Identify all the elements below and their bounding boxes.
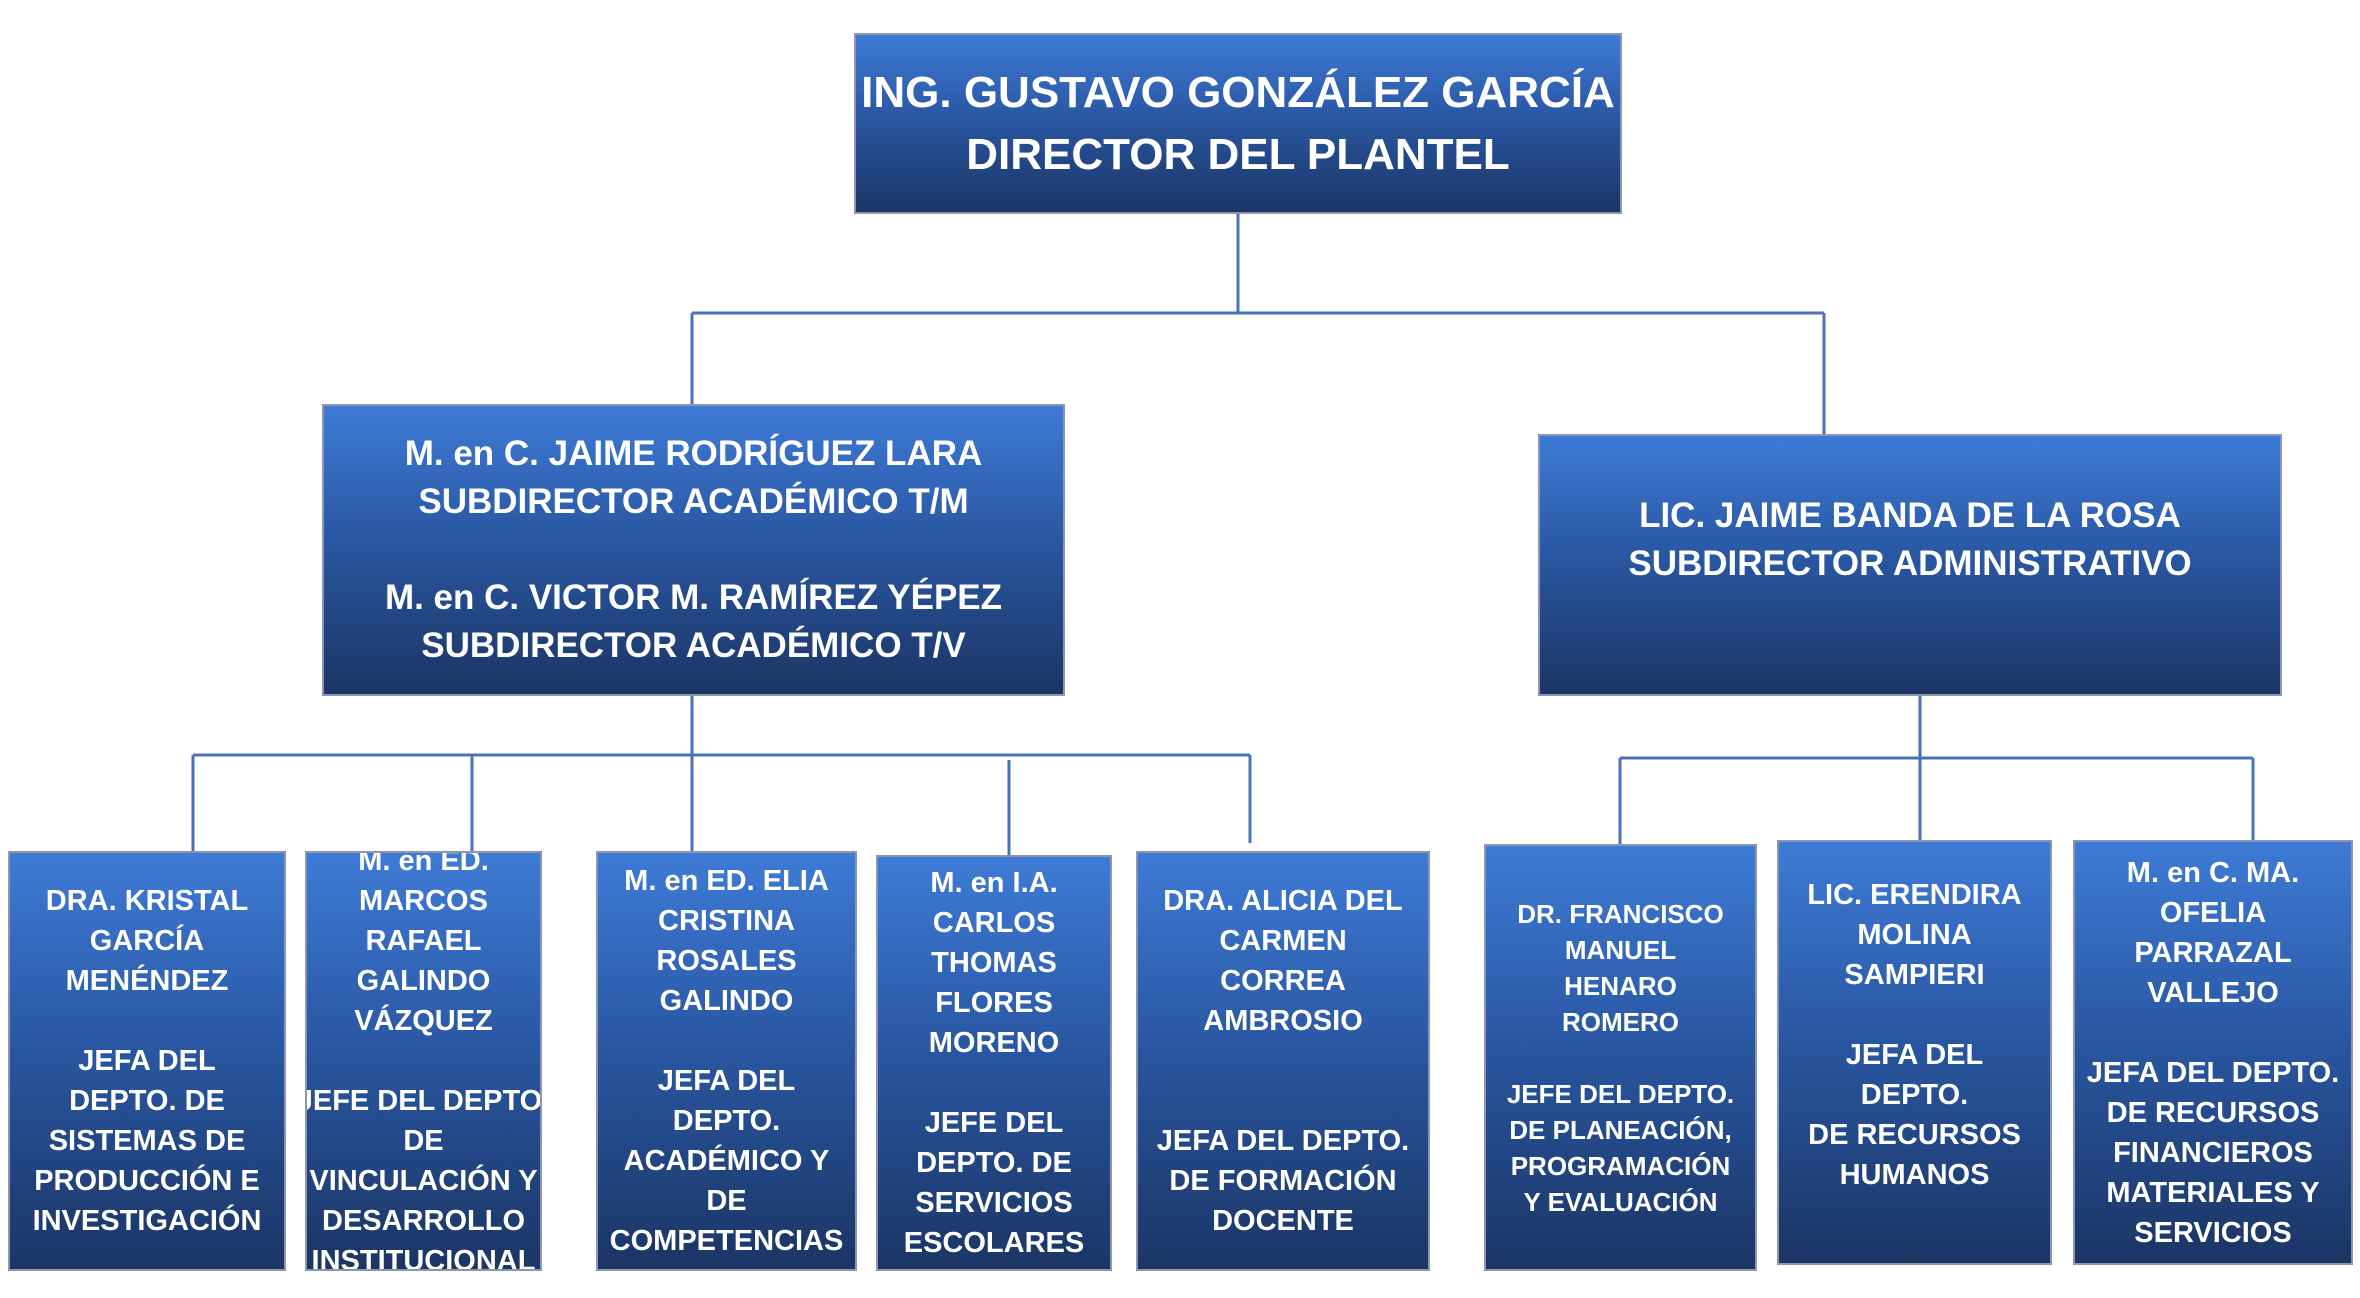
node-director: ING. GUSTAVO GONZÁLEZ GARCÍA DIRECTOR DEL… xyxy=(854,33,1622,214)
node-text-line: M. en C. JAIME RODRÍGUEZ LARA xyxy=(404,434,983,473)
node-text-line: GALINDO xyxy=(356,965,491,997)
node-text-line: DEPTO. xyxy=(1860,1079,1969,1111)
node-text-line: LIC. JAIME BANDA DE LA ROSA xyxy=(1639,496,2181,535)
node-text-line: ESCOLARES xyxy=(903,1227,1085,1259)
node-text-line: THOMAS xyxy=(931,947,1057,979)
node-text-line: SAMPIERI xyxy=(1844,959,1985,991)
node-text-line: JEFA DEL xyxy=(1845,1039,1984,1071)
node-text-line: VALLEJO xyxy=(2147,976,2279,1009)
node-text-line: PRODUCCIÓN E xyxy=(34,1165,260,1197)
node-text-line: MARCOS xyxy=(359,885,488,917)
line-spacer xyxy=(2209,1013,2217,1053)
node-text-line: DR. FRANCISCO xyxy=(1517,898,1724,929)
node-dept-formacion-docente: DRA. ALICIA DEL CARMEN CORREA AMBROSIO JEFA… xyxy=(1136,851,1430,1271)
node-text-line: DRA. ALICIA DEL xyxy=(1163,885,1403,917)
node-text-line: SERVICIOS xyxy=(2134,1216,2292,1249)
node-text-line: DRA. KRISTAL xyxy=(45,885,249,917)
line-spacer xyxy=(1910,995,1918,1035)
node-text-line: INSTITUCIONAL xyxy=(311,1245,536,1271)
node-text-line: CARMEN xyxy=(1219,925,1347,957)
node-text-line: JEFA DEL xyxy=(78,1045,216,1077)
node-text-line: INVESTIGACIÓN xyxy=(32,1205,262,1237)
node-text-line: RAFAEL xyxy=(365,925,482,957)
node-dept-sistemas-produccion: DRA. KRISTAL GARCÍA MENÉNDEZ JEFA DEL DEPTO… xyxy=(8,851,286,1271)
node-text-line: DESARROLLO xyxy=(322,1205,525,1237)
node-text-line: DEPTO. DE xyxy=(916,1147,1072,1179)
node-text-line: M. en C. MA. xyxy=(2126,856,2300,889)
node-subdirector-administrativo: LIC. JAIME BANDA DE LA ROSA SUBDIRECTOR A… xyxy=(1538,434,2282,696)
node-text-line: DE xyxy=(706,1185,747,1217)
node-dept-vinculacion: M. en ED. MARCOS RAFAEL GALINDO VÁZQUEZ JEFE… xyxy=(305,851,542,1271)
node-text-line: JEFA DEL DEPTO. xyxy=(1156,1125,1410,1157)
node-text-line: PROGRAMACIÓN xyxy=(1510,1150,1731,1181)
node-text-line: FLORES xyxy=(935,987,1053,1019)
node-text-line: HENARO xyxy=(1564,970,1677,1001)
node-text-line: PARRAZAL xyxy=(2134,936,2292,969)
node-subdirector-academico: M. en C. JAIME RODRÍGUEZ LARA SUBDIRECTOR… xyxy=(322,404,1065,696)
node-text-line: MANUEL xyxy=(1564,934,1677,965)
node-dept-academico-competencias: M. en ED. ELIA CRISTINA ROSALES GALINDO JEF… xyxy=(596,851,857,1271)
line-spacer xyxy=(1617,1040,1624,1076)
line-spacer xyxy=(689,526,699,574)
node-dept-recursos-financieros: M. en C. MA. OFELIA PARRAZAL VALLEJO JEFA D… xyxy=(2073,840,2353,1265)
node-text-line: CORREA xyxy=(1220,965,1346,997)
node-text-line: ING. GUSTAVO GONZÁLEZ GARCÍA xyxy=(861,67,1615,117)
line-spacer xyxy=(1279,1041,1287,1081)
node-text-line: DE RECURSOS xyxy=(1808,1119,2021,1151)
node-text-line: JEFA DEL xyxy=(657,1065,796,1097)
node-text-line: SUBDIRECTOR ADMINISTRATIVO xyxy=(1628,544,2192,583)
node-text-line: ACADÉMICO Y xyxy=(623,1145,830,1177)
line-spacer xyxy=(143,1001,151,1041)
node-text-line: SERVICIOS xyxy=(915,1187,1073,1219)
node-text-line: HUMANOS xyxy=(1839,1159,1990,1191)
node-text-line: MOLINA xyxy=(1857,919,1972,951)
node-text-line: M. en C. VICTOR M. RAMÍREZ YÉPEZ xyxy=(384,578,1003,617)
node-text-line: AMBROSIO xyxy=(1203,1005,1363,1037)
node-text-line: SUBDIRECTOR ACADÉMICO T/V xyxy=(421,626,966,665)
node-text-line: MORENO xyxy=(928,1027,1060,1059)
node-text-line: Y EVALUACIÓN xyxy=(1523,1186,1718,1217)
node-text-line: ROSALES xyxy=(656,945,797,977)
node-text-line: DE PLANEACIÓN, xyxy=(1509,1114,1732,1145)
node-text-line: DIRECTOR DEL PLANTEL xyxy=(966,129,1510,179)
node-text-line: M. en I.A. xyxy=(930,867,1058,899)
line-spacer xyxy=(990,1063,998,1103)
node-dept-recursos-humanos: LIC. ERENDIRA MOLINA SAMPIERI JEFA DEL DEPT… xyxy=(1777,840,2052,1265)
node-text-line: SUBDIRECTOR ACADÉMICO T/M xyxy=(418,482,969,521)
node-text-line: VÁZQUEZ xyxy=(354,1005,493,1037)
node-text-line: DEPTO. xyxy=(672,1105,781,1137)
node-text-line: M. en ED. xyxy=(358,851,489,877)
node-text-line: DE xyxy=(403,1125,444,1157)
node-text-line: VINCULACIÓN Y xyxy=(309,1165,538,1197)
node-text-line: JEFE DEL xyxy=(924,1107,1064,1139)
node-text-line: COMPETENCIAS xyxy=(609,1225,844,1257)
line-spacer xyxy=(419,1041,427,1081)
node-text-line: M. en ED. ELIA xyxy=(624,865,829,897)
node-text-line: DE FORMACIÓN xyxy=(1169,1165,1397,1197)
node-text-line: CRISTINA xyxy=(658,905,795,937)
node-text-line: JEFA DEL DEPTO. xyxy=(2086,1056,2340,1089)
line-spacer xyxy=(1279,1081,1287,1121)
node-text-line: LIC. ERENDIRA xyxy=(1807,879,2022,911)
node-text-line: OFELIA xyxy=(2159,896,2267,929)
node-text-line: CARLOS xyxy=(932,907,1056,939)
node-text-line: FINANCIEROS xyxy=(2113,1136,2313,1169)
node-text-line: SISTEMAS DE xyxy=(48,1125,246,1157)
node-text-line: MATERIALES Y xyxy=(2106,1176,2320,1209)
node-text-line: MENÉNDEZ xyxy=(65,965,229,997)
node-text-line: GARCÍA xyxy=(89,925,205,957)
node-text-line: DOCENTE xyxy=(1212,1205,1354,1237)
node-text-line: JEFE DEL DEPTO. xyxy=(1506,1078,1735,1109)
node-dept-servicios-escolares: M. en I.A. CARLOS THOMAS FLORES MORENO JEFE … xyxy=(876,855,1112,1271)
node-text-line: DEPTO. DE xyxy=(69,1085,225,1117)
node-text-line: JEFE DEL DEPTO. xyxy=(305,1085,542,1117)
line-spacer xyxy=(722,1021,730,1061)
node-text-line: ROMERO xyxy=(1562,1006,1679,1037)
node-text-line: DE RECURSOS xyxy=(2106,1096,2320,1129)
node-dept-planeacion: DR. FRANCISCO MANUEL HENARO ROMERO JEFE DEL… xyxy=(1484,844,1757,1271)
node-text-line: GALINDO xyxy=(659,985,794,1017)
